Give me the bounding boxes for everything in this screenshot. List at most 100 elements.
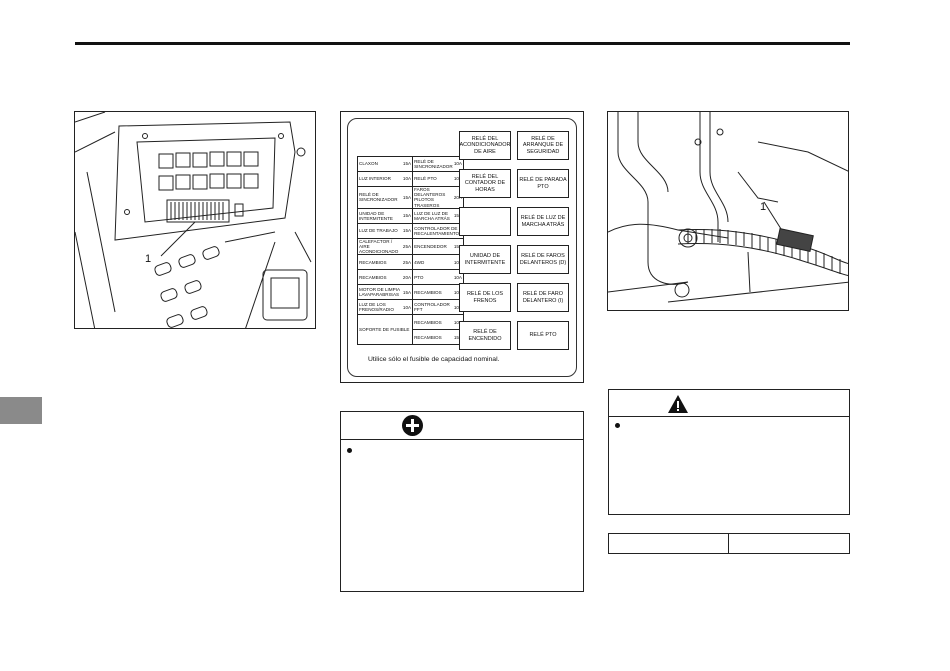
relay-slot: RELÉ DE FAROS DELANTEROS (D) xyxy=(517,245,569,274)
fuse-amperage: 10A xyxy=(453,259,462,265)
fuse-cell: LUZ DE TRABAJO 15A xyxy=(356,222,414,239)
top-rule xyxy=(75,42,850,45)
fuse-amperage: 25A xyxy=(402,244,412,250)
fuse-cell: PTO 10A xyxy=(412,269,464,286)
fuse-label: RELÉ DE SINCRONIZADOR xyxy=(414,158,453,169)
fuse-amperage: 10A xyxy=(453,319,462,325)
relay-slot: RELÉ DEL ACONDICIONADOR DE AIRE xyxy=(459,131,511,160)
fuse-label: ENCENDEDOR xyxy=(414,244,447,250)
fuse-amperage: 15A xyxy=(402,194,412,200)
fuse-label: LUZ DE TRABAJO xyxy=(359,228,398,234)
fuse-capacity-note: Utilice sólo el fusible de capacidad nom… xyxy=(368,356,500,363)
relay-slot xyxy=(459,207,511,236)
note-box xyxy=(340,411,584,592)
fuse-amperage: 15A xyxy=(402,228,412,234)
fuse-amperage: 10A xyxy=(453,304,462,310)
plus-circle-icon xyxy=(402,415,423,436)
relay-slot: RELÉ DE LUZ DE MARCHA ATRÁS xyxy=(517,207,569,236)
fuse-label: MOTOR DE LIMPIA LAVAPARABRISAS xyxy=(359,287,400,298)
fuse-label: RECAMBIOS xyxy=(359,259,387,265)
wiring-harness-illustration: 1 xyxy=(608,112,848,303)
fuse-label: CLAXON xyxy=(359,161,378,167)
warning-box xyxy=(608,389,850,515)
fuse-amperage: 20A xyxy=(453,194,462,200)
figure-callout-number: 1 xyxy=(760,201,766,213)
fuse-cell: RELÉ DE SINCRONIZADOR 15A xyxy=(356,186,414,209)
fuse-cell: RECAMBIOS 10A xyxy=(412,314,464,331)
spec-table-cell xyxy=(609,534,729,553)
relay-slot: RELÉ DE ENCENDIDO xyxy=(459,321,511,350)
fuse-box-illustration: 1 xyxy=(75,112,312,328)
relay-slot: RELÉ DEL CONTADOR DE HORAS xyxy=(459,169,511,198)
fuse-label: 4WD xyxy=(414,259,425,265)
fuse-amperage: 20A xyxy=(402,274,412,280)
figure-wiring-harness: 1 xyxy=(607,111,849,311)
figure-fuse-box-location: 1 xyxy=(74,111,316,329)
fuse-cell: 4WD 10A xyxy=(412,254,464,271)
fuse-amperage: 15A xyxy=(402,213,412,219)
fuse-label: CALEFACTOR / AIRE ACONDICIONADO xyxy=(359,238,399,255)
relay-slot: RELÉ DE FARO DELANTERO (I) xyxy=(517,283,569,312)
note-box-header xyxy=(341,412,583,440)
fuse-amperage: 15A xyxy=(402,161,412,167)
fuse-label: RELÉ PTO xyxy=(414,176,437,182)
fuse-label: LUZ DE LUZ DE MARCHA ATRÁS xyxy=(414,210,450,221)
fuse-label: RECAMBIOS xyxy=(414,319,442,325)
fuse-amperage: 15A xyxy=(453,213,462,219)
fuse-amperage: 25A xyxy=(402,259,412,265)
fuse-cell: LUZ INTERIOR 10A xyxy=(356,171,414,187)
fuse-amperage: 15A xyxy=(453,334,462,340)
fuse-label: UNIDAD DE INTERMITENTE xyxy=(359,210,393,221)
fuse-amperage: 10A xyxy=(453,161,462,167)
fuse-label: PTO xyxy=(414,274,424,280)
fuse-cell: CONTROLADOR DE RECALENTAMIENTO10A xyxy=(412,222,464,239)
spec-table xyxy=(608,533,850,554)
fuse-amperage: 10A xyxy=(453,274,462,280)
relay-slot: RELÉ PTO xyxy=(517,321,569,350)
fuse-amperage: 10A xyxy=(453,176,462,182)
fuse-amperage: 15A xyxy=(453,244,462,250)
warning-box-header xyxy=(609,390,849,417)
fuse-cell: RECAMBIOS 25A xyxy=(356,254,414,271)
fuse-cell: ENCENDEDOR 15A xyxy=(412,237,464,256)
relay-slot: RELÉ DE ARRANQUE DE SEGURIDAD xyxy=(517,131,569,160)
fuse-amperage: 10A xyxy=(453,289,462,295)
figure-callout-number: 1 xyxy=(145,253,151,265)
fuse-label: RECAMBIOS xyxy=(359,274,387,280)
chapter-tab xyxy=(0,397,42,424)
relay-slot: RELÉ DE PARADA PTO xyxy=(517,169,569,198)
fuse-label: CONTROLADOR FFT xyxy=(414,302,450,313)
fuse-amperage: 10A xyxy=(402,304,412,310)
fuse-label: LUZ INTERIOR xyxy=(359,176,391,182)
fuse-label: CONTROLADOR DE RECALENTAMIENTO xyxy=(414,225,460,236)
warning-triangle-icon xyxy=(668,395,688,413)
fuse-amperage: 15A xyxy=(402,289,412,295)
bullet-point xyxy=(615,423,620,428)
fuse-label: LUZ DE LOS FRENOS/RADIO xyxy=(359,302,394,313)
fuse-label: RELÉ DE SINCRONIZADOR xyxy=(359,192,398,203)
fuse-cell: LUZ DE LOS FRENOS/RADIO 10A xyxy=(356,299,414,316)
fuse-amperage: 10A xyxy=(402,176,412,182)
fuse-cell: UNIDAD DE INTERMITENTE 15A xyxy=(356,207,414,224)
fuse-cell: RECAMBIOS 20A xyxy=(356,269,414,286)
fuse-holder-mark xyxy=(776,228,814,252)
bullet-point xyxy=(347,448,352,453)
